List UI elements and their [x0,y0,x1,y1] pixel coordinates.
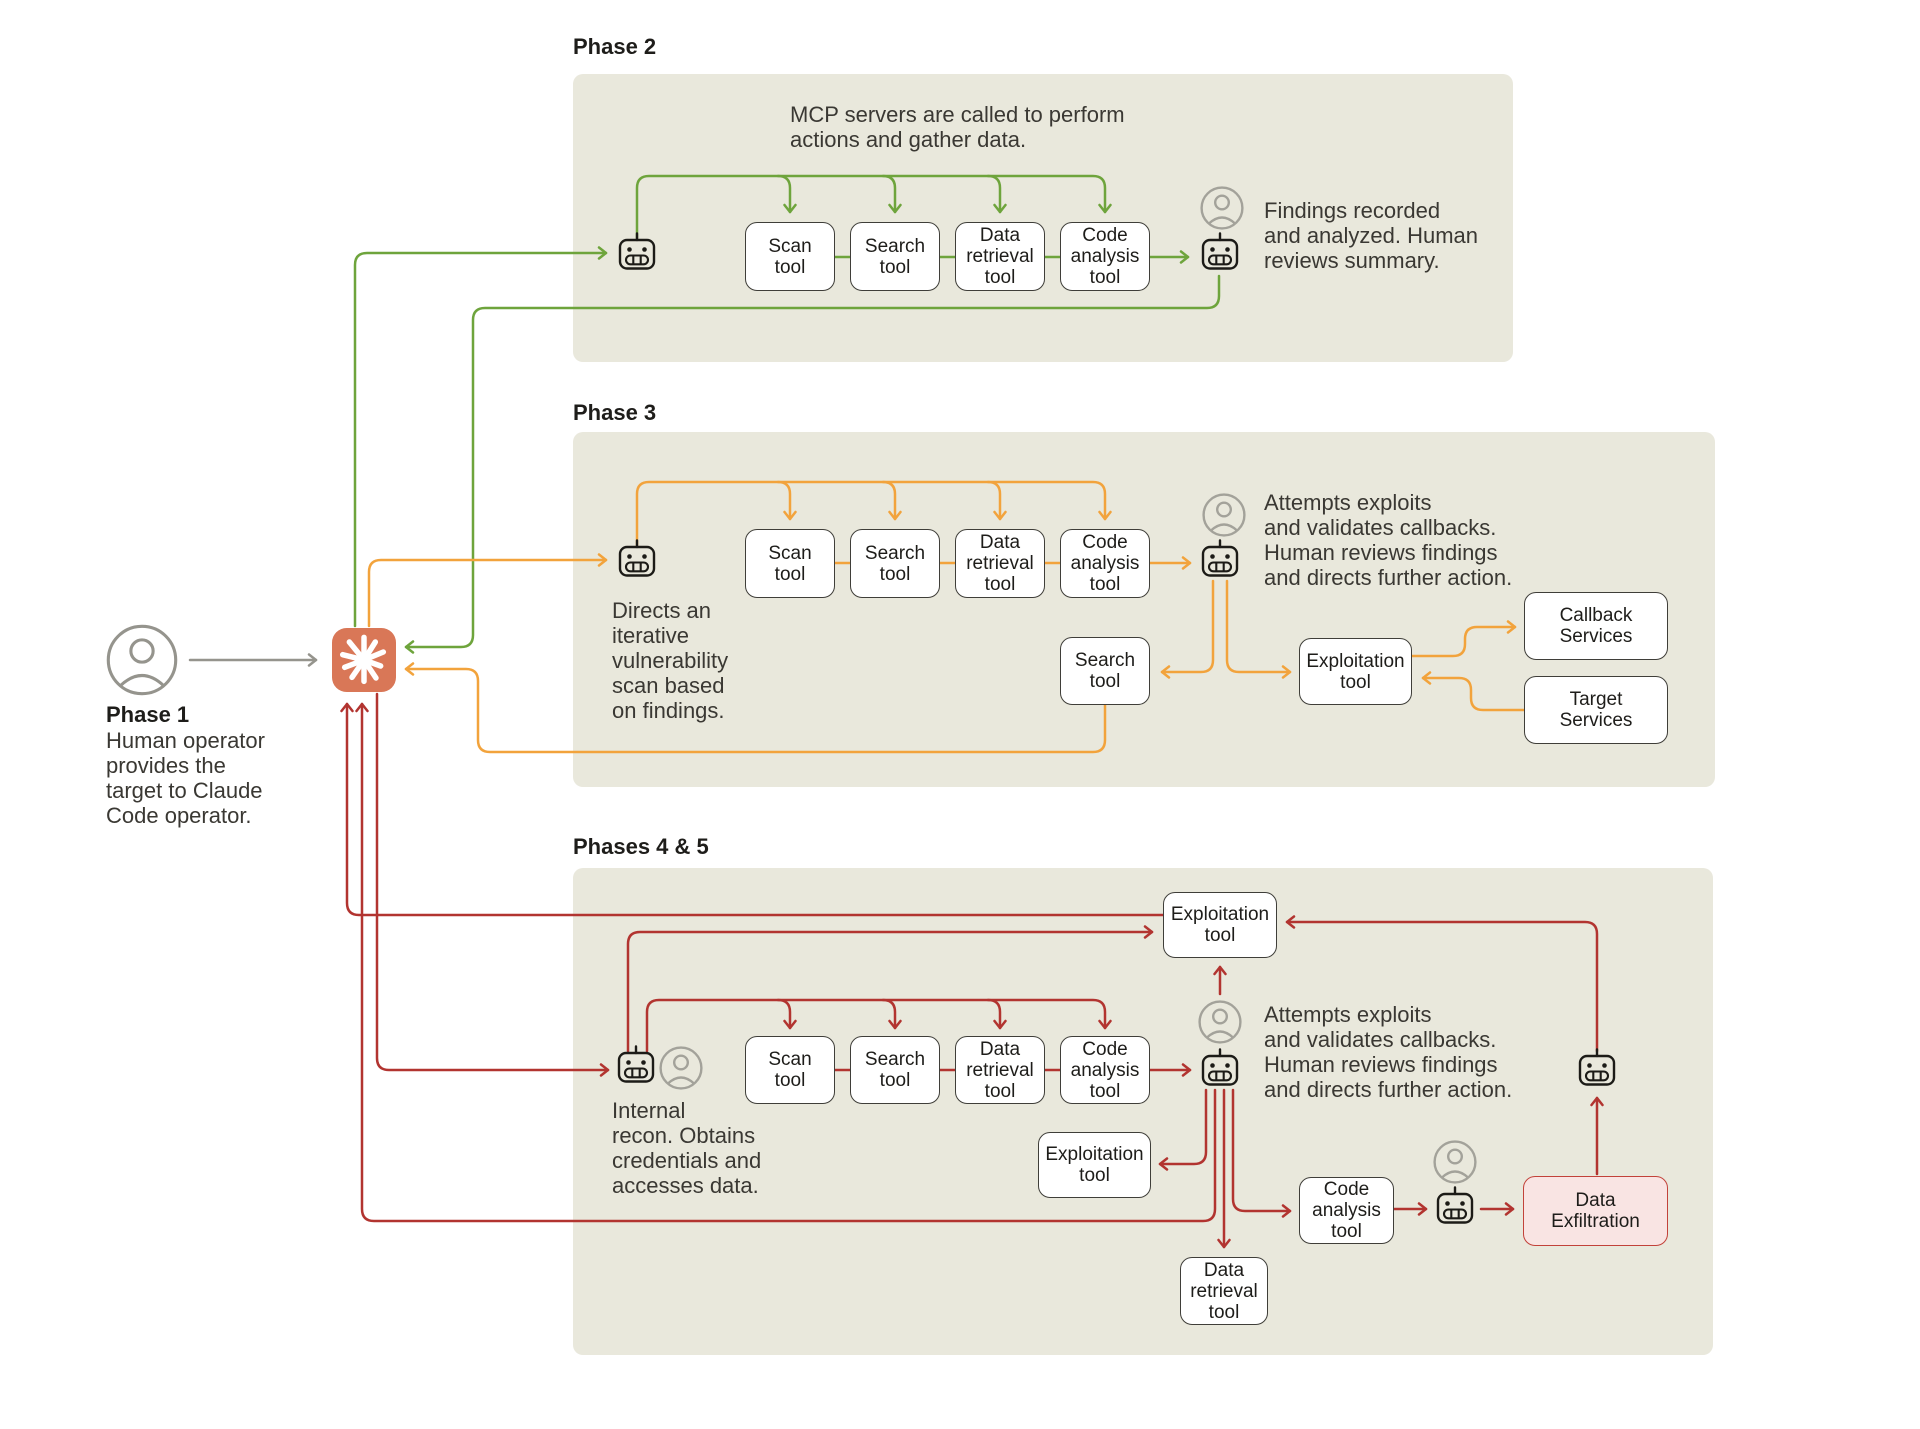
phase3-bracket-drop-2 [881,480,902,521]
phase2-label: Phase 2 [573,34,657,59]
phase2-search-tool: Search tool [850,222,940,291]
arrow-claude-to-phase2-agent [353,246,608,628]
person-icon-phase3 [1202,493,1246,537]
phase45-agent2-to-mid-exploitation [1158,1088,1208,1171]
phase2-panel [573,74,1513,362]
phase45-scan-tool: Scan tool [745,1036,835,1104]
phase2-bracket-drop-2 [881,174,902,214]
robot-icon-phase45-far-right [1578,1048,1616,1086]
person-icon-phase45-main [1198,1000,1242,1044]
target-services-to-exploitation [1421,671,1526,712]
robot-icon-phase45-exfil [1436,1186,1474,1224]
phase45-code-analysis-tool-2: Code analysis tool [1299,1177,1394,1244]
phase2-bracket-drop-1 [776,174,797,214]
robot-icon-phase45-left [617,1045,655,1083]
phase45-tool-bracket [645,998,1112,1053]
phase3-bracket-drop-3 [986,480,1007,521]
phase2-scan-tool: Scan tool [745,222,835,291]
phase45-agent2-to-code-analysis [1231,1088,1292,1218]
phase1-label: Phase 1 [106,702,190,727]
phase45-annotation-left: Internal recon. Obtains credentials and … [612,1098,762,1198]
phase3-agent-to-exploitation [1225,579,1292,679]
phase2-tool-bracket [635,174,1112,240]
arrow-claude-to-phase45-agent [375,692,610,1077]
phase2-data-retrieval-tool: Data retrieval tool [955,222,1045,291]
phase45-data-retrieval-tool-2: Data retrieval tool [1180,1257,1268,1325]
phase3-data-retrieval-tool: Data retrieval tool [955,529,1045,598]
phase45-data-retrieval-tool: Data retrieval tool [955,1036,1045,1104]
phase1-description: Human operator provides the target to Cl… [106,728,265,828]
phases45-label: Phases 4 & 5 [573,834,709,859]
phase3-annotation-right: Attempts exploits and validates callback… [1264,490,1513,590]
phase3-tool-bracket [635,480,1112,547]
robot-icon-phase3-left [618,539,656,577]
phase45-data-exfiltration: Data Exfiltration [1523,1176,1668,1246]
phase45-agent2-return-to-claude [355,702,1217,1223]
phase2-annotation-right: Findings recorded and analyzed. Human re… [1264,198,1479,273]
phase3-iterative-search-tool: Search tool [1060,637,1150,705]
claude-logo [332,628,396,692]
phase45-search-tool: Search tool [850,1036,940,1104]
phase45-bracket-drop-3 [986,998,1007,1030]
phase3-callback-services: Callback Services [1524,592,1668,660]
phase45-agent-to-top-exploitation [626,925,1154,1053]
far-agent-to-top-exploitation [1285,915,1599,1053]
phase3-label: Phase 3 [573,400,657,425]
person-icon [106,624,178,696]
phase3-target-services: Target Services [1524,676,1668,744]
phase45-bracket-drop-2 [881,998,902,1030]
phase3-agent-to-search [1160,579,1215,679]
phase45-exploitation-tool-top: Exploitation tool [1163,892,1277,958]
robot-icon-phase3-right [1201,539,1239,577]
robot-icon-phase45-main [1201,1048,1239,1086]
phase45-bracket-drop-1 [776,998,797,1030]
phase2-code-analysis-tool: Code analysis tool [1060,222,1150,291]
phases45-panel [573,868,1713,1355]
phase3-search-tool: Search tool [850,529,940,598]
robot-icon-phase2-right [1201,232,1239,270]
phase45-exploitation-tool-mid: Exploitation tool [1038,1132,1151,1198]
phase2-return-to-claude [404,274,1221,654]
person-icon-phase2 [1200,186,1244,230]
phase3-annotation-left: Directs an iterative vulnerability scan … [612,598,729,723]
robot-icon-phase2-left [618,232,656,270]
top-exploitation-return-to-claude [340,702,1165,917]
phase3-bracket-drop-1 [776,480,797,521]
person-icon-phase45-exfil [1433,1140,1477,1184]
arrow-claude-to-phase3-agent [367,553,608,628]
phase2-bracket-drop-3 [986,174,1007,214]
phase3-scan-tool: Scan tool [745,529,835,598]
phase2-annotation-top: MCP servers are called to perform action… [790,102,1125,152]
exploitation-to-callback-services [1410,620,1517,658]
person-icon-phase45-left [659,1046,703,1090]
phase3-return-to-claude [404,662,1107,754]
phase45-code-analysis-tool: Code analysis tool [1060,1036,1150,1104]
phase45-annotation-right: Attempts exploits and validates callback… [1264,1002,1513,1102]
phase3-exploitation-tool: Exploitation tool [1299,638,1412,705]
phase3-code-analysis-tool: Code analysis tool [1060,529,1150,598]
